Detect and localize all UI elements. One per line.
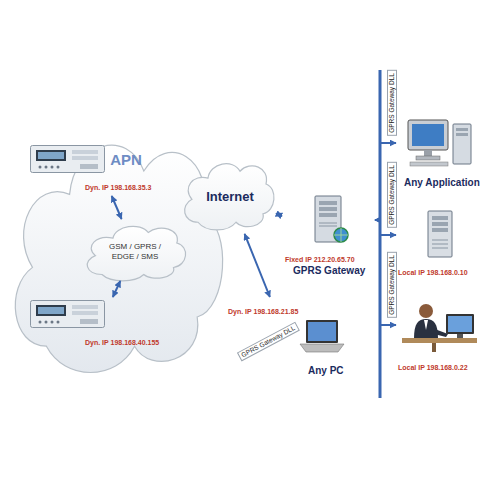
text-holder: APN	[110, 151, 142, 169]
server-name: GPRS Gateway	[293, 265, 365, 276]
client-laptop: Dyn. IP 198.168.21.85GPRS Gateway DLL Any…	[228, 300, 348, 384]
client-name: Any Application	[404, 177, 480, 188]
cloud-title: Internet	[206, 189, 254, 204]
gsm-device: Dyn. IP 198.168.40.155	[30, 300, 170, 348]
text-holder: Dyn. IP 198.168.35.3	[85, 176, 151, 194]
local-server: Local IP 198.168.0.10	[398, 210, 496, 278]
text-holder: GSM / GPRS / EDGE / SMS	[103, 242, 167, 263]
text-holder: Local IP 198.168.0.22	[398, 356, 468, 374]
network-link	[276, 213, 282, 216]
text-holder: Dyn. IP 198.168.40.155	[85, 331, 159, 349]
tower-icon	[420, 210, 460, 258]
person-icon	[402, 300, 477, 352]
text-holder: Any Application	[404, 172, 480, 190]
ip-address: Local IP 198.168.0.10	[398, 269, 468, 276]
text-holder: Any PC	[308, 360, 344, 378]
gateway-server: Fixed IP 212.20.65.70GPRS Gateway	[285, 195, 373, 278]
text-holder: Internet	[206, 187, 254, 205]
network-type: GSM / GPRS / EDGE / SMS	[103, 242, 167, 262]
dll-tag: GPRS Gateway DLL	[387, 252, 397, 318]
text-holder: Dyn. IP 198.168.21.85	[228, 300, 298, 318]
dll-tag: GPRS Gateway DLL	[387, 162, 397, 228]
text-holder: GPRS Gateway DLL	[380, 162, 398, 228]
dll-tag: GPRS Gateway DLL	[387, 70, 397, 136]
device-icon	[30, 300, 105, 328]
text-holder: Local IP 198.168.0.10	[398, 261, 468, 279]
pc-icon	[406, 118, 476, 168]
internet-cloud: Internet	[178, 150, 278, 235]
dll-tag: GPRS Gateway DLL	[237, 322, 300, 362]
local-user: Local IP 198.168.0.22	[398, 300, 496, 373]
client-name: Any PC	[308, 365, 344, 376]
laptop-icon	[298, 318, 346, 354]
gsm-device: Dyn. IP 198.168.35.3	[30, 145, 170, 193]
ip-address: Dyn. IP 198.168.40.155	[85, 339, 159, 346]
ip-address: Dyn. IP 198.168.21.85	[228, 308, 298, 315]
device-icon	[30, 145, 105, 173]
gsm-cloud: GSM / GPRS / EDGE / SMS	[80, 215, 190, 285]
ip-address: Local IP 198.168.0.22	[398, 364, 468, 371]
text-holder: Fixed IP 212.20.65.70	[285, 248, 355, 266]
ip-address: Dyn. IP 198.168.35.3	[85, 184, 151, 191]
apn-cloud: APN Dyn. IP 198.168.35.3GSM / GPRS / EDGE…	[0, 98, 232, 390]
ip-address: Fixed IP 212.20.65.70	[285, 256, 355, 263]
network-link	[245, 234, 270, 297]
text-holder: GPRS Gateway DLL	[380, 252, 398, 318]
server-icon	[311, 195, 349, 245]
application-pc: Any Application	[398, 118, 496, 190]
text-holder: GPRS Gateway DLL	[234, 316, 300, 363]
text-holder: GPRS Gateway DLL	[380, 70, 398, 136]
cloud-title: APN	[110, 151, 142, 168]
